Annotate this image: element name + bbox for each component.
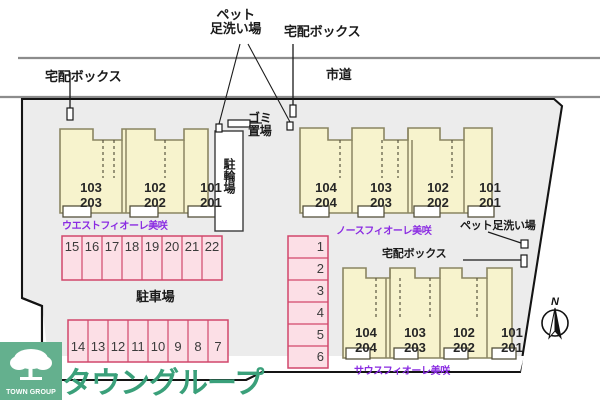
parking-stall-9[interactable]: 9 bbox=[174, 339, 182, 354]
annotation-delivery-box-right: 宅配ボックス bbox=[382, 248, 447, 260]
building-name-north: ノースフィオーレ美咲 bbox=[336, 226, 432, 237]
town-group-wordmark: タウングループ bbox=[62, 366, 264, 400]
parking-stall-6[interactable]: 6 bbox=[316, 349, 324, 364]
pet-wash-marker-center bbox=[286, 121, 294, 131]
town-group-logo: TOWN GROUP bbox=[0, 342, 62, 400]
annotation-pet-wash-right: ペット足洗い場 bbox=[460, 220, 536, 232]
parking-stall-22[interactable]: 22 bbox=[204, 239, 220, 254]
annotation-delivery-box-top-right: 宅配ボックス bbox=[284, 24, 361, 39]
building-north bbox=[299, 127, 495, 218]
leader-pet-wash-b bbox=[247, 43, 291, 123]
compass-north-label: N bbox=[551, 296, 559, 308]
building-name-south: サウスフィオーレ美咲 bbox=[354, 366, 450, 377]
parking-row-upper bbox=[61, 235, 223, 281]
bicycle-parking-block bbox=[214, 130, 244, 232]
delivery-box-marker-right bbox=[520, 254, 528, 268]
parking-column-center bbox=[287, 235, 329, 369]
delivery-box-marker-left bbox=[66, 107, 74, 121]
unit-label-south-1: 104 204 bbox=[355, 325, 377, 356]
trash-area-marker bbox=[227, 119, 251, 128]
parking-stall-16[interactable]: 16 bbox=[84, 239, 100, 254]
parking-row-lower bbox=[67, 319, 229, 363]
parking-stall-1[interactable]: 1 bbox=[316, 239, 324, 254]
unit-label-west-3: 101 201 bbox=[200, 180, 222, 211]
unit-label-north-1: 104 204 bbox=[315, 180, 337, 211]
parking-stall-18[interactable]: 18 bbox=[124, 239, 140, 254]
parking-stall-20[interactable]: 20 bbox=[164, 239, 180, 254]
unit-label-south-4: 101 201 bbox=[501, 325, 523, 356]
parking-stall-2[interactable]: 2 bbox=[316, 261, 324, 276]
building-name-west: ウエストフィオーレ美咲 bbox=[62, 221, 168, 232]
parking-stall-7[interactable]: 7 bbox=[214, 339, 222, 354]
leader-pet-wash-right bbox=[487, 231, 522, 244]
unit-label-north-2: 103 203 bbox=[370, 180, 392, 211]
site-boundary-lower-outline bbox=[21, 297, 520, 382]
unit-label-north-4: 101 201 bbox=[479, 180, 501, 211]
annotation-pet-wash-top: ペット 足洗い場 bbox=[210, 7, 262, 37]
parking-stall-10[interactable]: 10 bbox=[150, 339, 166, 354]
parking-stall-15[interactable]: 15 bbox=[64, 239, 80, 254]
unit-label-west-1: 103 203 bbox=[80, 180, 102, 211]
leader-pet-wash-a bbox=[218, 43, 241, 125]
delivery-box-marker-top bbox=[289, 104, 297, 118]
parking-stall-3[interactable]: 3 bbox=[316, 283, 324, 298]
parking-stall-19[interactable]: 19 bbox=[144, 239, 160, 254]
parking-stall-4[interactable]: 4 bbox=[316, 305, 324, 320]
parking-stall-21[interactable]: 21 bbox=[184, 239, 200, 254]
unit-label-west-2: 102 202 bbox=[144, 180, 166, 211]
unit-label-south-2: 103 203 bbox=[404, 325, 426, 356]
pet-wash-marker-right bbox=[520, 239, 529, 249]
parking-stall-17[interactable]: 17 bbox=[104, 239, 120, 254]
building-south bbox=[342, 267, 517, 360]
parking-stall-13[interactable]: 13 bbox=[90, 339, 106, 354]
parking-area-label: 駐車場 bbox=[136, 289, 175, 304]
unit-label-north-3: 102 202 bbox=[427, 180, 449, 211]
unit-label-south-3: 102 202 bbox=[453, 325, 475, 356]
bicycle-parking-label: 駐輪場 bbox=[222, 158, 236, 194]
trash-area-label: ゴミ 置場 bbox=[248, 111, 272, 138]
annotation-delivery-box-top-left: 宅配ボックス bbox=[45, 69, 122, 84]
building-west bbox=[59, 128, 217, 218]
logo-caption: TOWN GROUP bbox=[6, 389, 56, 396]
pet-wash-marker-left bbox=[215, 123, 223, 133]
compass-rose bbox=[541, 307, 569, 340]
parking-stall-11[interactable]: 11 bbox=[131, 339, 145, 354]
tree-icon bbox=[10, 349, 52, 380]
parking-stall-14[interactable]: 14 bbox=[70, 339, 86, 354]
road-label: 市道 bbox=[326, 67, 352, 82]
parking-stall-12[interactable]: 12 bbox=[110, 339, 126, 354]
parking-stall-8[interactable]: 8 bbox=[194, 339, 202, 354]
parking-stall-5[interactable]: 5 bbox=[316, 327, 324, 342]
